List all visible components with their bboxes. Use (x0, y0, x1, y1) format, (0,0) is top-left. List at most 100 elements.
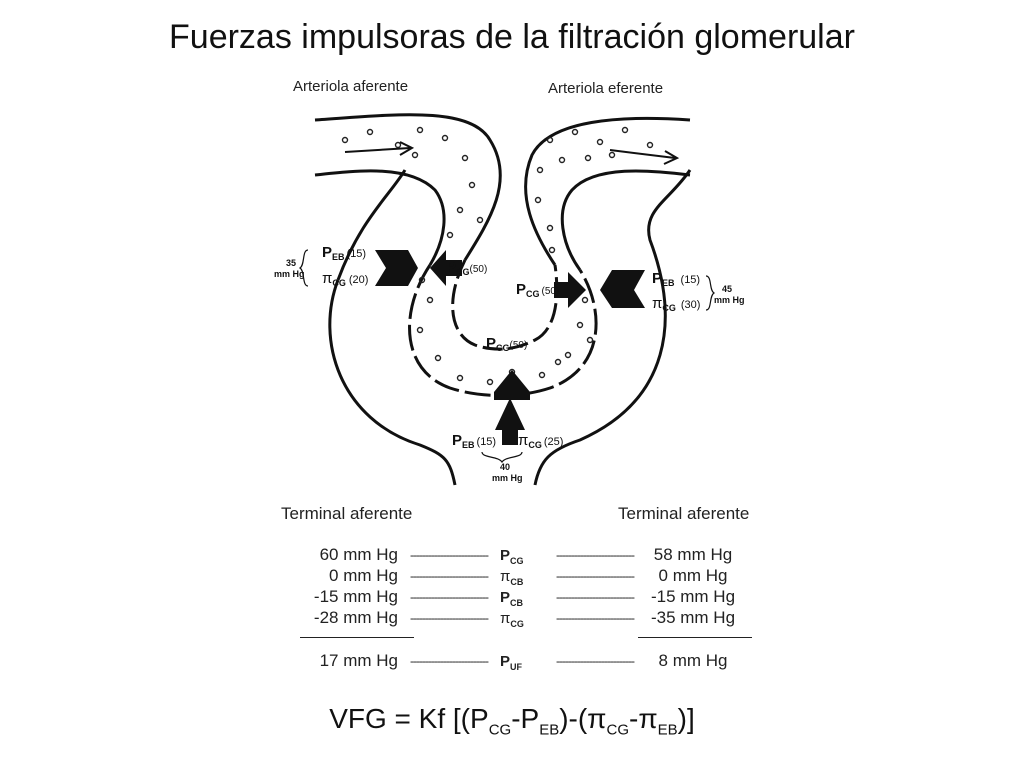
row-dashes-left: -------------------------- (410, 548, 489, 562)
bottom-peb-symbol: P (452, 432, 462, 449)
arrow-bottom-outer (491, 370, 530, 400)
pcg-bottom-sub: CG (496, 343, 510, 353)
row-dashes-right: -------------------------- (556, 569, 635, 583)
glomerulus-diagram: PEB(15) πCG(20) 35 mm Hg PEB(15) πCG(30)… (274, 113, 745, 486)
left-pi-symbol: π (322, 270, 332, 287)
efferent-arteriole-outer (524, 116, 691, 266)
pcg-labels: PCG(50) PCG(50) PCG(50) (446, 259, 559, 353)
right-peb-value: (15) (681, 274, 701, 286)
row-dashes-right: -------------------------- (556, 590, 635, 604)
arrow-right-outer (600, 270, 645, 308)
right-pi-sub: CG (662, 303, 676, 313)
row-right-value: -35 mm Hg (650, 608, 736, 627)
svg-text:πCG(20): πCG(20) (322, 270, 368, 288)
bottom-brace (481, 451, 523, 464)
force-arrows (375, 250, 645, 445)
arrow-right-inner (554, 272, 586, 308)
left-peb-symbol: P (322, 244, 332, 261)
bottom-pressures: PEB(15) πCG(25) 40 mm Hg (452, 432, 563, 483)
right-sum-rule (638, 637, 752, 638)
total-row: 17 mm Hg -------------------------- PUF … (250, 651, 770, 672)
row-left-value: 0 mm Hg (329, 566, 398, 585)
total-right-value: 8 mm Hg (658, 651, 728, 670)
right-peb-sub: EB (662, 278, 675, 288)
row-left-value: -28 mm Hg (313, 608, 398, 627)
row-symbol: πCB (500, 568, 524, 587)
left-pi-sub: CG (332, 278, 346, 288)
left-unit: mm Hg (274, 269, 305, 279)
bowman-capsule-outline-left-top (336, 169, 407, 281)
bottom-peb-sub: EB (462, 440, 475, 450)
row-right-value: 58 mm Hg (653, 545, 733, 564)
row-symbol: PCB (500, 589, 524, 608)
total-left-value: 17 mm Hg (319, 651, 398, 670)
row-left-value: -15 mm Hg (313, 587, 398, 606)
svg-text:πCG(30): πCG (30) (652, 295, 700, 313)
svg-text:PEB(15): PEB (15) (652, 270, 700, 288)
right-total: 45 (722, 284, 732, 294)
left-peb-sub: EB (332, 252, 345, 262)
table-row: 60 mm Hg -------------------------- PCG … (250, 545, 770, 566)
arrow-left-inner (430, 250, 462, 286)
svg-text:PCG(50): PCG(50) (446, 259, 487, 277)
right-pi-symbol: π (652, 295, 662, 312)
total-dashes-right: -------------------------- (556, 654, 635, 668)
row-right-value: 0 mm Hg (658, 566, 728, 585)
right-unit: mm Hg (714, 295, 745, 305)
table-row: 0 mm Hg -------------------------- πCB -… (250, 566, 770, 587)
blood-cells (341, 126, 654, 386)
left-pressures: PEB(15) πCG(20) 35 mm Hg (274, 244, 368, 288)
row-dashes-left: -------------------------- (410, 611, 489, 625)
left-peb-value: (15) (347, 248, 367, 260)
pcg-center-sub: CG (526, 289, 540, 299)
left-sum-rule (300, 637, 414, 638)
afferent-arteriole-outer (314, 113, 502, 261)
flow-arrow-efferent (609, 149, 680, 165)
page-title: Fuerzas impulsoras de la filtración glom… (169, 18, 855, 56)
svg-text:PCG(50): PCG(50) (486, 335, 527, 353)
bottom-pi-sub: CG (528, 440, 542, 450)
row-dashes-left: -------------------------- (410, 569, 489, 583)
svg-text:PEB(15): PEB(15) (452, 432, 496, 450)
afferent-arteriole-inner (314, 169, 446, 266)
pcg-center-value: (50) (542, 286, 560, 297)
bowman-capsule-outline (328, 169, 692, 486)
bottom-total: 40 (500, 462, 510, 472)
row-symbol: PCG (500, 547, 524, 566)
efferent-arteriole-label: Arteriola eferente (548, 80, 664, 97)
svg-text:PEB(15): PEB(15) (322, 244, 366, 262)
pcg-left-value: (50) (470, 264, 488, 275)
right-pressures: PEB (15) πCG (30) 45 mm Hg (652, 270, 745, 313)
flow-arrow-afferent (344, 141, 415, 156)
right-caption: Terminal aferente (618, 504, 750, 523)
pcg-left-sub: CG (456, 267, 470, 277)
table-row: -15 mm Hg -------------------------- PCB… (250, 587, 770, 608)
afferent-arteriole-label: Arteriola aferente (293, 78, 409, 95)
bottom-peb-value: (15) (477, 436, 497, 448)
left-caption: Terminal aferente (281, 504, 413, 523)
right-brace (705, 275, 716, 311)
gfr-formula: VFG = Kf [(PCG-PEB)-(πCG-πEB)] (329, 703, 695, 739)
row-left-value: 60 mm Hg (319, 545, 398, 564)
total-dashes-left: -------------------------- (410, 654, 489, 668)
right-pi-value: (30) (681, 299, 701, 311)
row-dashes-right: -------------------------- (556, 548, 635, 562)
pcg-center-symbol: P (516, 281, 526, 298)
pcg-bottom-symbol: P (486, 335, 496, 352)
row-dashes-left: -------------------------- (410, 590, 489, 604)
arrow-left-outer (375, 250, 418, 286)
left-brace (298, 249, 309, 287)
bottom-pi-symbol: π (518, 432, 528, 449)
pcg-bottom-value: (50) (510, 340, 528, 351)
bottom-unit: mm Hg (492, 473, 523, 483)
bottom-pi-value: (25) (544, 436, 564, 448)
capillary-loop-inner (451, 259, 559, 351)
table-row: -28 mm Hg -------------------------- πCG… (250, 608, 770, 629)
total-symbol: PUF (500, 653, 523, 672)
row-dashes-right: -------------------------- (556, 611, 635, 625)
right-peb-symbol: P (652, 270, 662, 287)
row-right-value: -15 mm Hg (650, 587, 736, 606)
left-pi-value: (20) (349, 274, 369, 286)
row-symbol: πCG (500, 610, 524, 629)
arrow-bottom-up (495, 398, 525, 445)
